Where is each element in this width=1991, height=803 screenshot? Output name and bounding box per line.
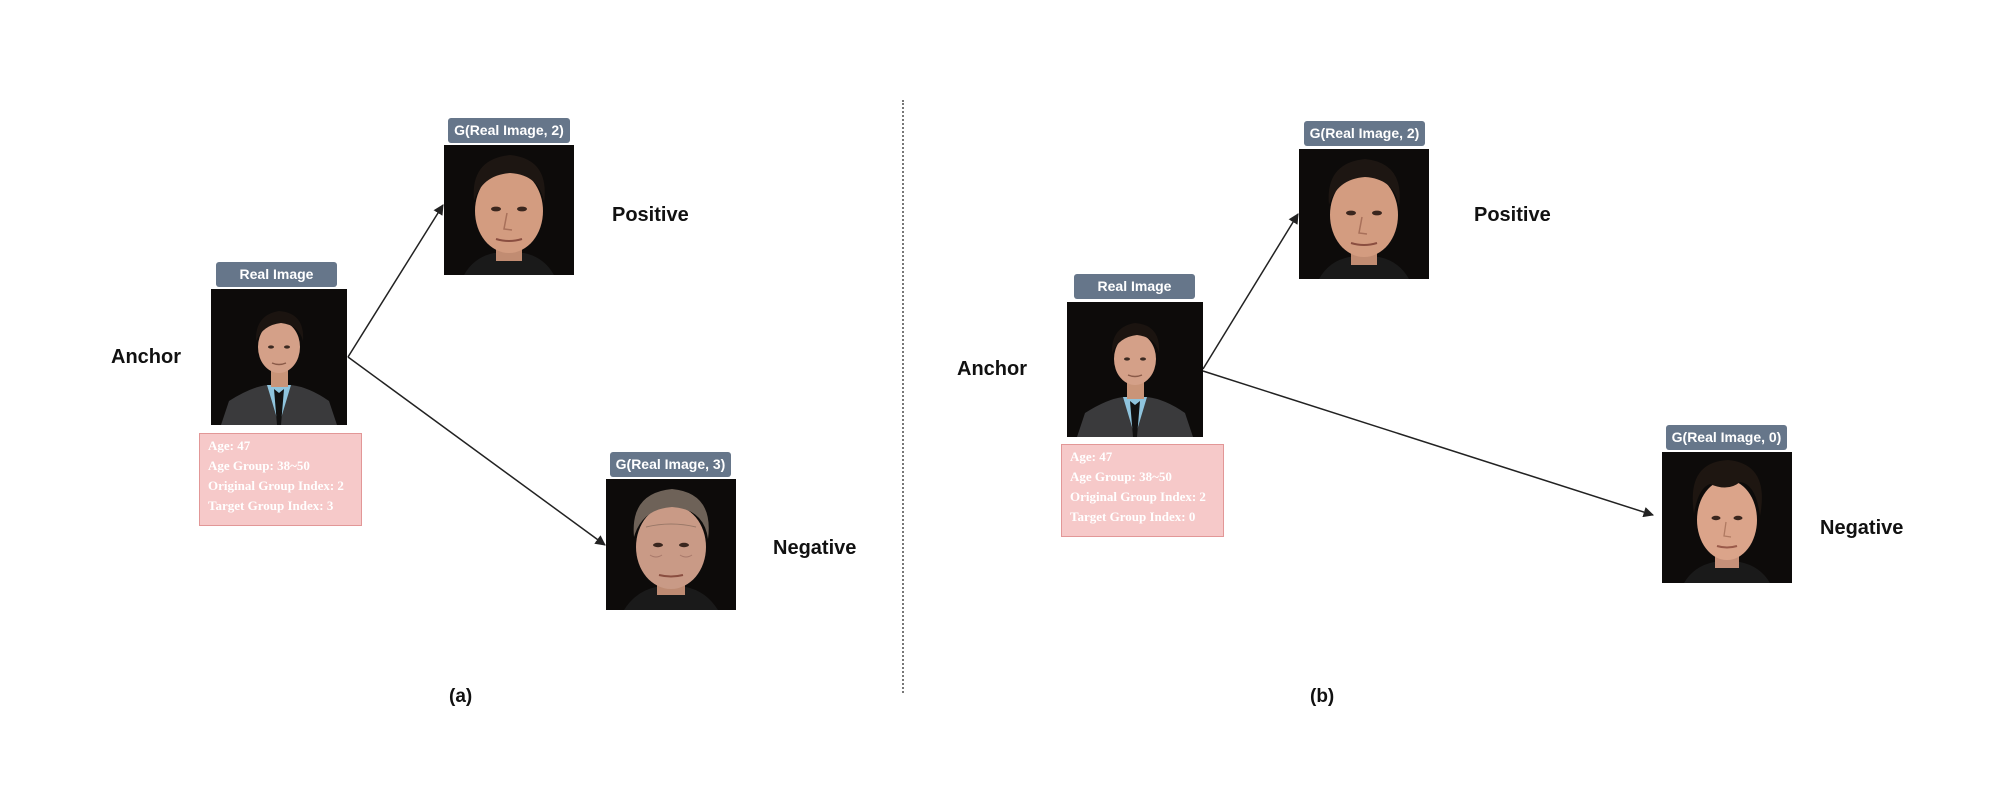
- negative-label: Negative: [773, 537, 857, 559]
- positive-label: Positive: [612, 204, 689, 226]
- positive-tag: G(Real Image, 2): [1304, 121, 1425, 146]
- info-age-group: Age Group: 38~50: [1070, 469, 1172, 484]
- portrait-full-body-photo-icon: [1067, 302, 1203, 437]
- info-age: Age: 47: [1070, 449, 1113, 464]
- caption-a: (a): [449, 686, 473, 707]
- positive-tag: G(Real Image, 2): [448, 118, 570, 143]
- panel-divider: [902, 100, 904, 693]
- info-age-group: Age Group: 38~50: [208, 458, 310, 473]
- info-target-group: Target Group Index: 0: [1070, 509, 1196, 524]
- negative-photo: [1662, 452, 1792, 583]
- arrow-a-to-positive: [347, 204, 444, 358]
- anchor-label: Anchor: [957, 358, 1027, 380]
- anchor-photo: [211, 289, 347, 425]
- negative-tag: G(Real Image, 0): [1666, 425, 1787, 450]
- face-closeup-photo-icon: [1662, 452, 1792, 583]
- arrow-b-to-positive: [1202, 213, 1299, 370]
- negative-tag: G(Real Image, 3): [610, 452, 731, 477]
- positive-photo: [444, 145, 574, 275]
- face-closeup-photo-icon: [606, 479, 736, 610]
- caption-b: (b): [1310, 686, 1335, 707]
- info-original-group: Original Group Index: 2: [1070, 489, 1206, 504]
- real-image-tag: Real Image: [1074, 274, 1195, 299]
- arrow-b-to-negative: [1202, 370, 1655, 518]
- anchor-label: Anchor: [111, 346, 181, 368]
- info-age: Age: 47: [208, 438, 251, 453]
- negative-label: Negative: [1820, 517, 1904, 539]
- anchor-photo: [1067, 302, 1203, 437]
- arrow-a-to-negative: [347, 356, 606, 546]
- positive-label: Positive: [1474, 204, 1551, 226]
- portrait-full-body-photo-icon: [211, 289, 347, 425]
- positive-photo: [1299, 149, 1429, 279]
- real-image-tag: Real Image: [216, 262, 337, 287]
- negative-photo: [606, 479, 736, 610]
- info-original-group: Original Group Index: 2: [208, 478, 344, 493]
- info-box: Age: 47 Age Group: 38~50 Original Group …: [1061, 444, 1224, 537]
- face-closeup-photo-icon: [444, 145, 574, 275]
- info-target-group: Target Group Index: 3: [208, 498, 334, 513]
- info-box: Age: 47 Age Group: 38~50 Original Group …: [199, 433, 362, 526]
- face-closeup-photo-icon: [1299, 149, 1429, 279]
